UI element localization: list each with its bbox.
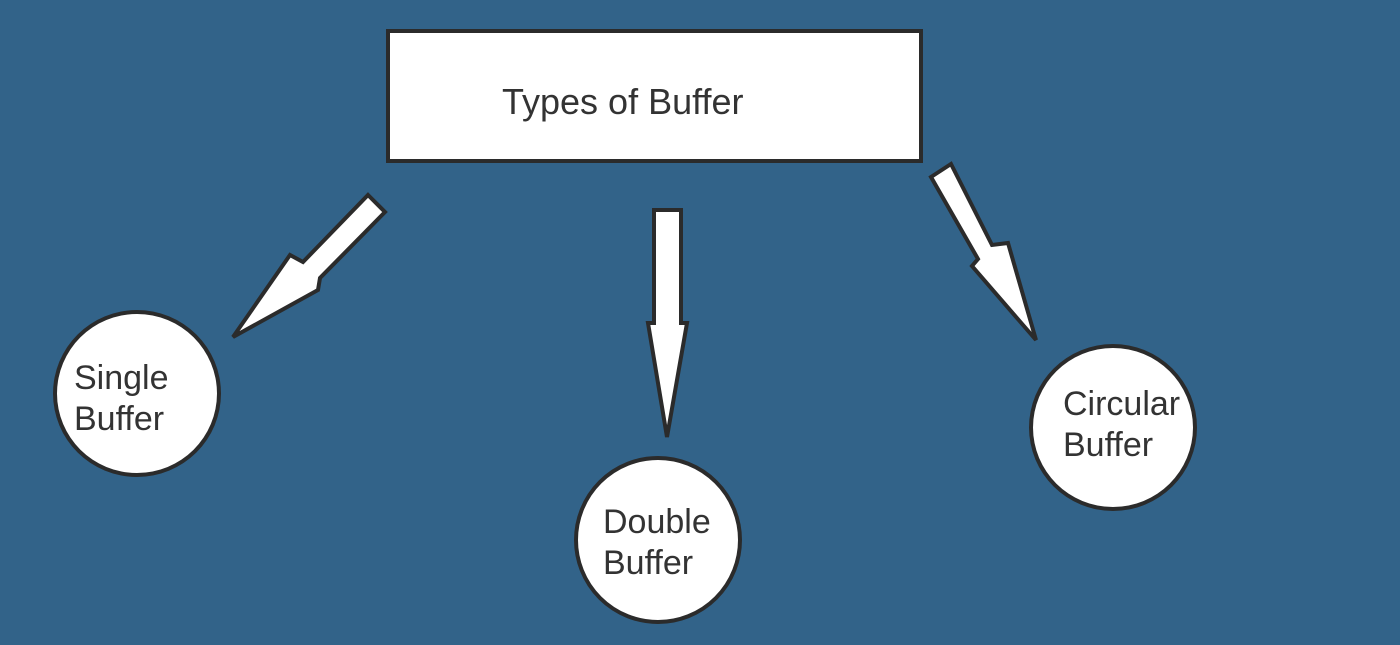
- diagram-title: Types of Buffer: [502, 81, 744, 122]
- single-buffer-label: Single Buffer: [74, 358, 169, 440]
- double-buffer-node: [574, 456, 742, 624]
- double-buffer-label: Double Buffer: [603, 502, 711, 584]
- arrow-to-circular-buffer: [928, 161, 1038, 342]
- circular-buffer-label-line2: Buffer: [1063, 426, 1154, 464]
- single-buffer-label-line2: Buffer: [74, 400, 165, 438]
- single-buffer-label-line1: Single: [74, 359, 169, 397]
- title-box: [386, 29, 923, 163]
- single-buffer-node: [53, 310, 221, 477]
- arrow-to-double-buffer: [645, 208, 690, 438]
- circular-buffer-node: [1029, 344, 1197, 511]
- arrow-to-single-buffer: [231, 192, 388, 339]
- circular-buffer-label-line1: Circular: [1063, 385, 1181, 423]
- double-buffer-label-line1: Double: [603, 503, 711, 541]
- double-buffer-label-line2: Buffer: [603, 544, 694, 582]
- circular-buffer-label: Circular Buffer: [1063, 384, 1180, 466]
